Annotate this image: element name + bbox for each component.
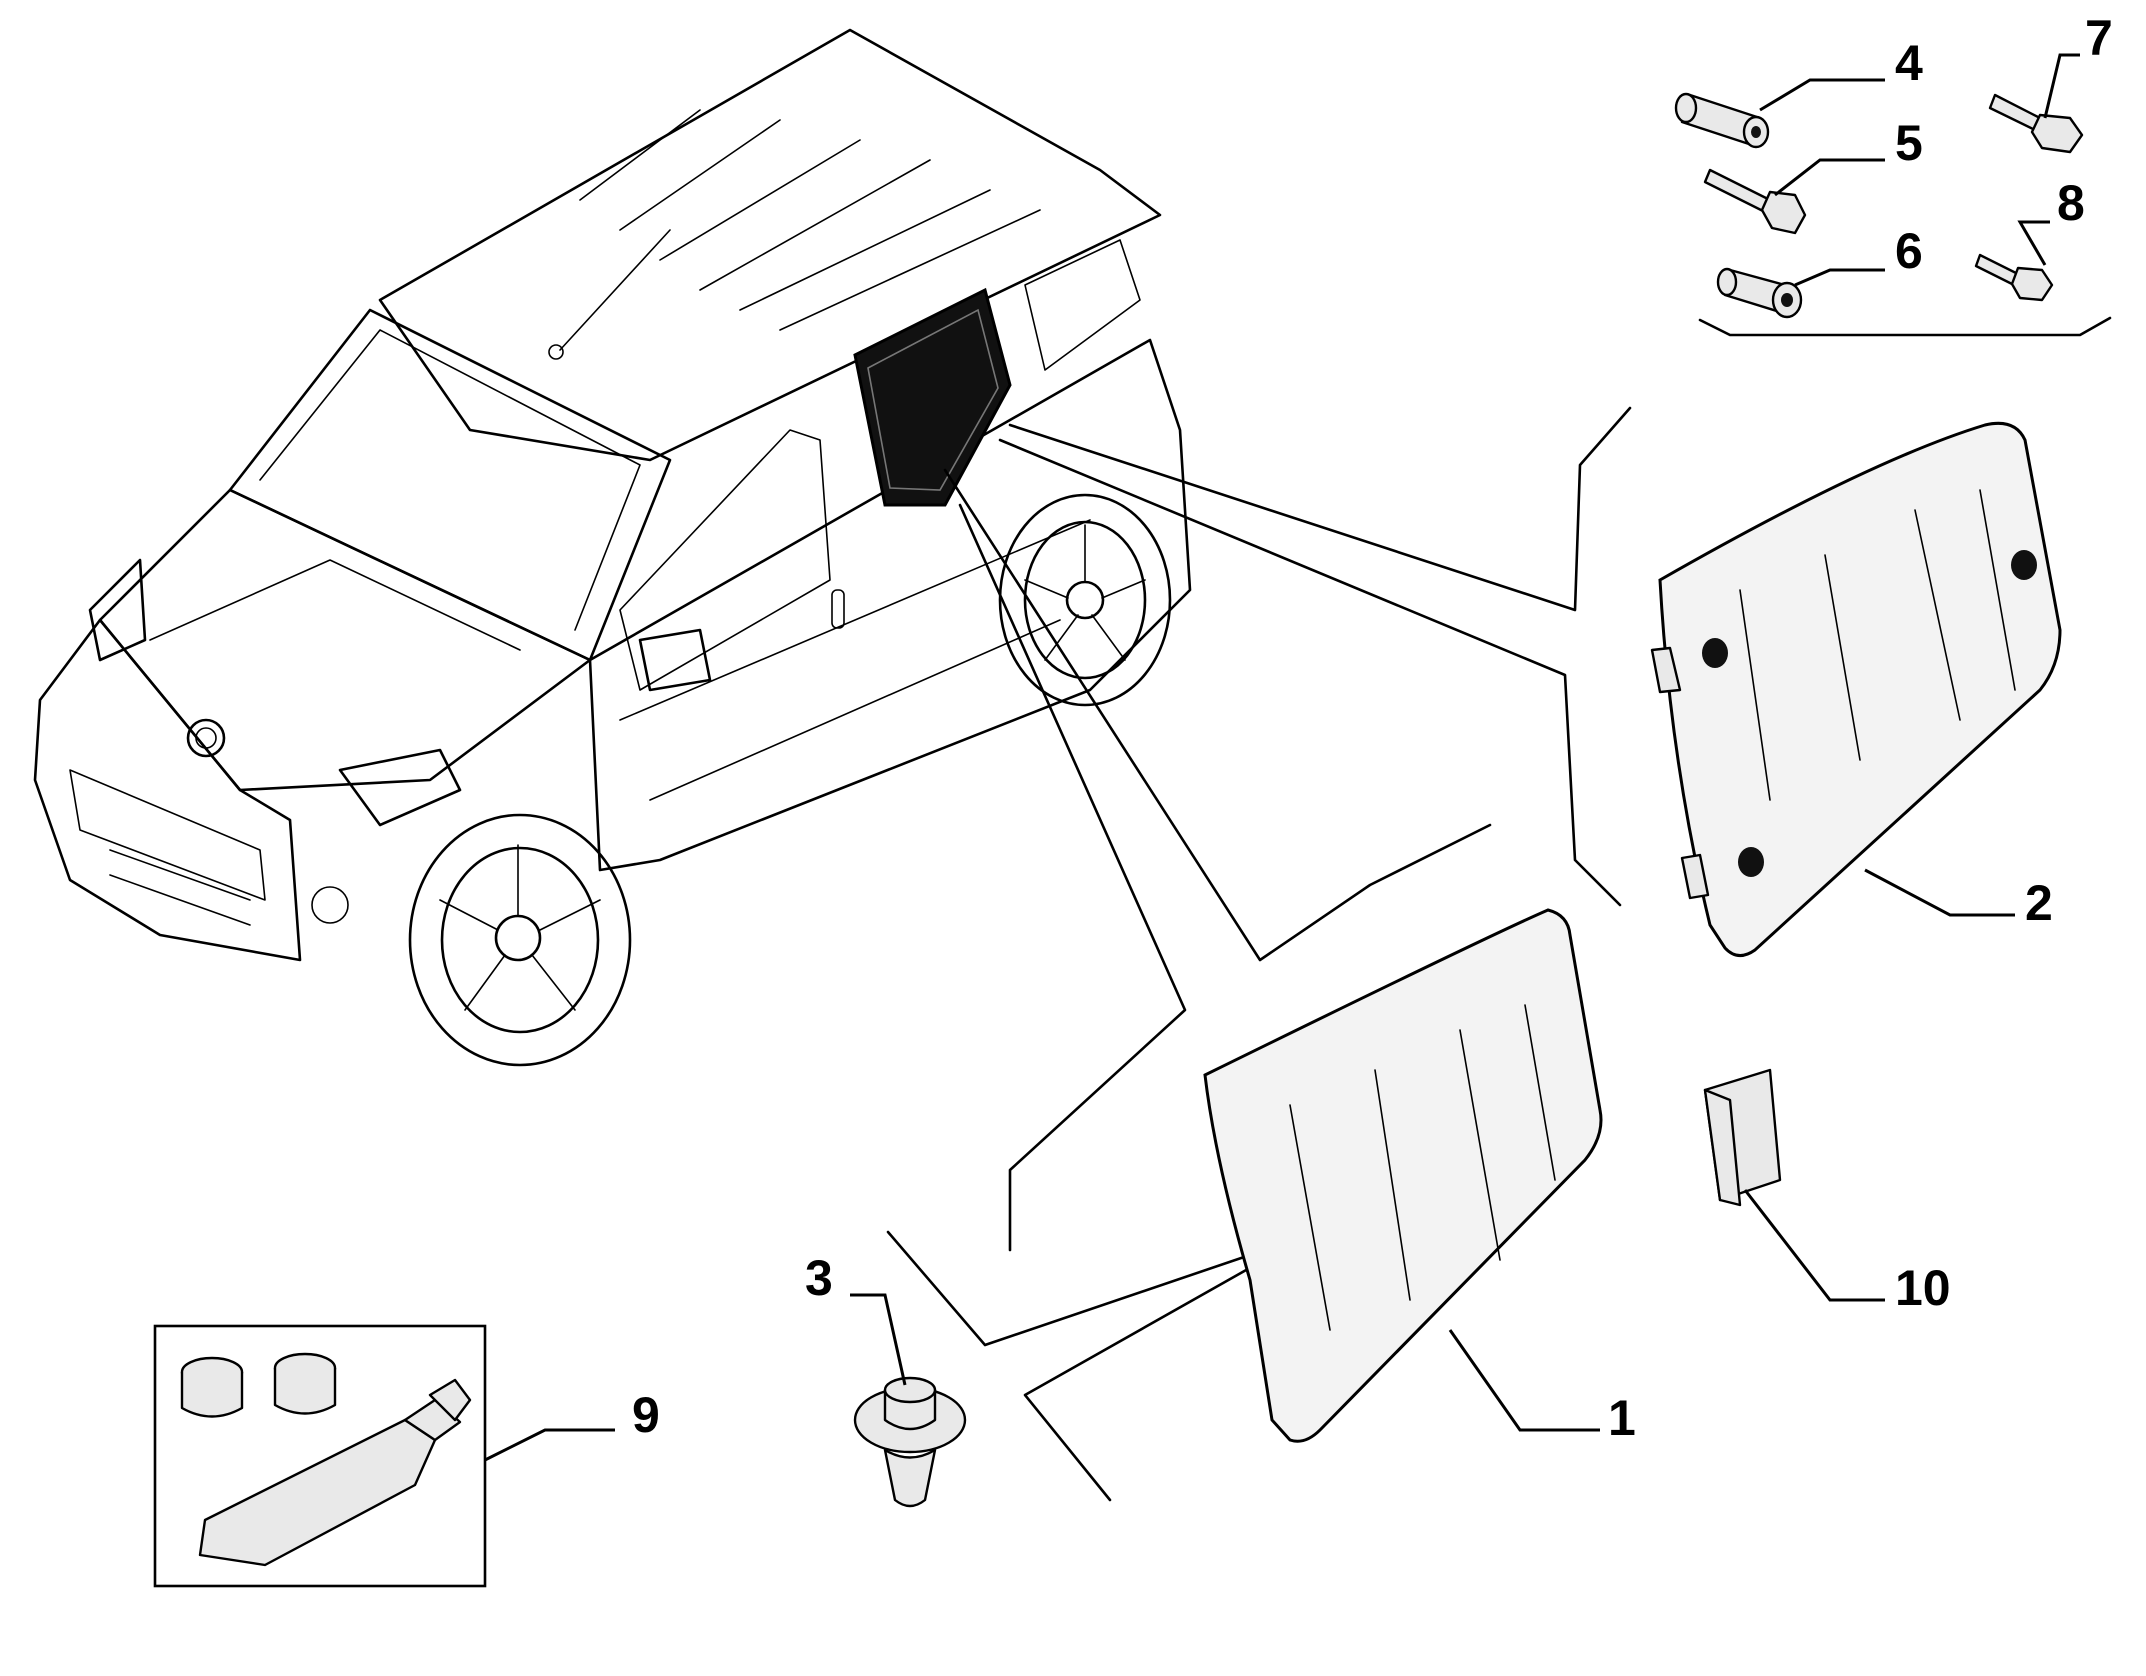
- bolt-part-7: [1988, 93, 2084, 154]
- callout-4: 4: [1895, 35, 1923, 91]
- projection-lines: [886, 406, 1632, 1502]
- callout-5: 5: [1895, 115, 1923, 171]
- callout-1: 1: [1608, 1390, 1636, 1446]
- callout-3: 3: [805, 1250, 833, 1306]
- callout-8: 8: [2057, 175, 2085, 231]
- spacer-part-4: [1674, 92, 1770, 149]
- callout-9: 9: [632, 1387, 660, 1443]
- callout-labels: 1 2 3 4 5 6 7 8 9 10: [632, 10, 2113, 1446]
- callout-7: 7: [2085, 10, 2113, 66]
- rear-wheel: [998, 493, 1172, 707]
- nut-insert-part-6: [1716, 267, 1803, 319]
- seal-part-10: [1703, 1068, 1782, 1207]
- adhesive-kit-part-9: [153, 1324, 487, 1588]
- callout-2: 2: [2025, 875, 2053, 931]
- bolt-part-8: [1974, 253, 2054, 302]
- van-illustration: [33, 28, 1192, 1067]
- callout-6: 6: [1895, 223, 1923, 279]
- clip-part-3: [853, 1376, 967, 1508]
- front-wheel: [408, 813, 632, 1067]
- window-glass-part-1: [1203, 908, 1603, 1443]
- highlighted-side-window: [853, 287, 1012, 507]
- leader-lines: [484, 53, 2080, 1462]
- callout-10: 10: [1895, 1260, 1951, 1316]
- bolt-part-5: [1703, 168, 1807, 235]
- window-glass-part-2: [1650, 421, 2062, 957]
